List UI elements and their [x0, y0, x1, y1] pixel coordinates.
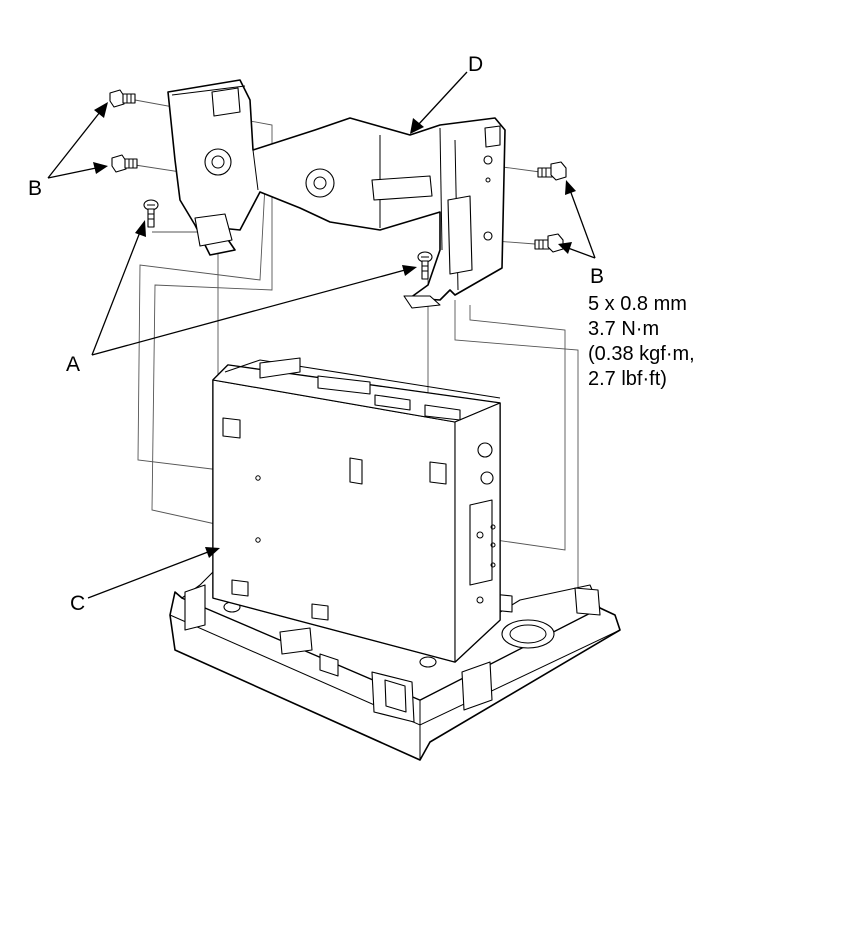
callout-c-label: C	[70, 592, 85, 615]
bolt-b-upper-left	[109, 89, 136, 108]
bolt-b-lower-left	[111, 154, 138, 173]
callout-d-label: D	[468, 53, 483, 76]
callout-b-right-label: B	[590, 265, 604, 288]
audio-unit-c	[212, 357, 501, 663]
bolt-b-lower-right	[534, 233, 564, 253]
torque-spec-lbfft: 2.7 lbf·ft)	[588, 368, 667, 390]
torque-spec-size: 5 x 0.8 mm	[588, 293, 687, 315]
callout-b-left-label: B	[28, 177, 42, 200]
mounting-bracket-d	[167, 79, 506, 309]
screw-a-right	[417, 251, 433, 280]
torque-spec-kgfm: (0.38 kgf·m,	[588, 343, 695, 365]
torque-spec: 5 x 0.8 mm 3.7 N·m (0.38 kgf·m, 2.7 lbf·…	[588, 293, 695, 390]
bolt-b-upper-right	[537, 161, 567, 181]
callout-a-label: A	[66, 353, 80, 376]
screw-a-left	[143, 199, 159, 228]
leader-lines	[47, 71, 596, 599]
torque-spec-nm: 3.7 N·m	[588, 318, 659, 340]
